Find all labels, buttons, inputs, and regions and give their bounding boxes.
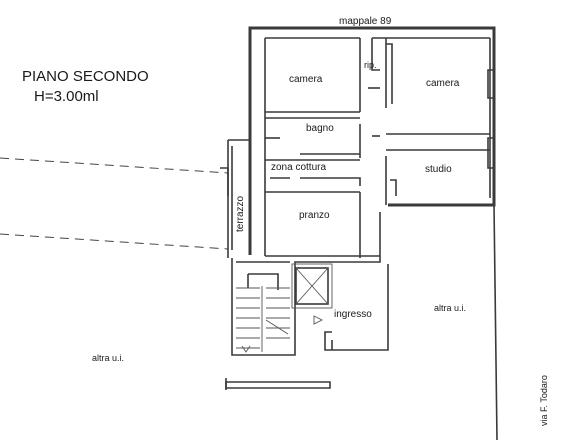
label-rip: rip. (364, 60, 377, 70)
label-mappale: mappale 89 (339, 16, 392, 27)
elevator-shaft (291, 263, 333, 309)
label-bagno: bagno (306, 123, 334, 134)
label-ingresso: ingresso (334, 309, 372, 320)
room-terrazzo (220, 139, 250, 258)
plan-title: PIANO SECONDO (22, 68, 149, 85)
room-rip (368, 38, 387, 108)
right-boundary (493, 204, 498, 441)
room-camera-left (265, 38, 361, 113)
room-studio (385, 149, 490, 205)
label-camera-left: camera (289, 74, 323, 85)
room-ingresso (313, 258, 389, 351)
label-altra-ui-right: altra u.i. (434, 303, 466, 313)
outer-walls (248, 26, 496, 256)
room-pranzo (265, 191, 381, 258)
label-terrazzo: terrazzo (235, 195, 246, 232)
room-camera-right (386, 43, 490, 135)
label-via: via F. Todaro (539, 375, 549, 426)
label-studio: studio (425, 164, 452, 175)
lower-wall (225, 378, 331, 390)
label-zona-cottura: zona cottura (271, 162, 326, 173)
label-pranzo: pranzo (299, 210, 330, 221)
label-altra-ui-left: altra u.i. (92, 353, 124, 363)
room-bagno (265, 117, 361, 158)
stairwell (231, 258, 332, 356)
label-camera-right: camera (426, 78, 460, 89)
boundary-lines (0, 157, 229, 250)
plan-height: H=3.00ml (34, 88, 99, 105)
room-zona-cottura (265, 135, 380, 186)
